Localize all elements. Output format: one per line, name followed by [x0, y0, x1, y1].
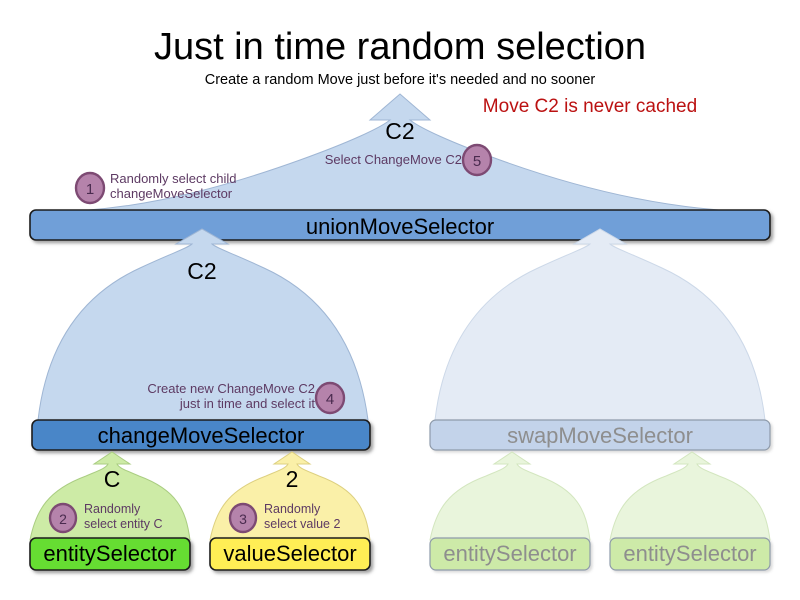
step-badge-5: 5: [461, 143, 493, 177]
value-selector-left-label: valueSelector: [223, 541, 357, 566]
entity-selector-right-2-box[interactable]: [609, 537, 771, 571]
step-4-text: Create new ChangeMove C2 just in time an…: [147, 381, 315, 412]
flow-label-union-output: C2: [385, 118, 415, 144]
step-badge-4-number: 4: [326, 391, 334, 408]
flow-label-entity-to-change: C: [103, 466, 121, 492]
step-badge-2-number: 2: [59, 511, 67, 527]
funnel-entity-right-2: [609, 451, 771, 541]
funnel-swap-to-union: [434, 228, 766, 421]
step-badge-2: 2: [48, 502, 78, 534]
step-3-text: Randomly select value 2: [264, 502, 341, 531]
entity-selector-left-label: entitySelector: [43, 541, 177, 566]
funnel-change-to-union: [37, 228, 369, 421]
funnel-union-output: [41, 93, 769, 213]
change-move-selector-box[interactable]: [31, 419, 371, 451]
step-badge-3: 3: [228, 502, 258, 534]
step-badge-1: 1: [74, 171, 106, 205]
step-badge-4: 4: [314, 381, 346, 415]
step-badge-1-number: 1: [86, 181, 94, 198]
step-badge-5-number: 5: [473, 153, 481, 170]
cache-warning-text: Move C2 is never cached: [482, 96, 698, 117]
swap-move-selector-box[interactable]: [429, 419, 771, 451]
union-move-selector-label: unionMoveSelector: [305, 214, 495, 239]
entity-selector-right-1-box[interactable]: [429, 537, 591, 571]
flow-label-change-to-union: C2: [187, 258, 217, 284]
funnel-entity-right-1: [429, 451, 591, 541]
step-5-text: Select ChangeMove C2: [324, 152, 462, 167]
flow-label-value-to-change: 2: [285, 466, 299, 492]
step-2-text: Randomly select entity C: [84, 502, 163, 531]
swap-move-selector-label: swapMoveSelector: [507, 423, 693, 448]
value-selector-left-box[interactable]: [209, 537, 371, 571]
page-title: Just in time random selection: [153, 26, 647, 68]
change-move-selector-label: changeMoveSelector: [97, 423, 305, 448]
step-1-text: Randomly select child changeMoveSelector: [110, 171, 237, 202]
entity-selector-right-2-label: entitySelector: [623, 541, 757, 566]
entity-selector-right-1-label: entitySelector: [443, 541, 577, 566]
union-move-selector-box[interactable]: [29, 209, 771, 241]
page-subtitle: Create a random Move just before it's ne…: [204, 72, 596, 88]
step-badge-3-number: 3: [239, 511, 247, 527]
entity-selector-left-box[interactable]: [29, 537, 191, 571]
